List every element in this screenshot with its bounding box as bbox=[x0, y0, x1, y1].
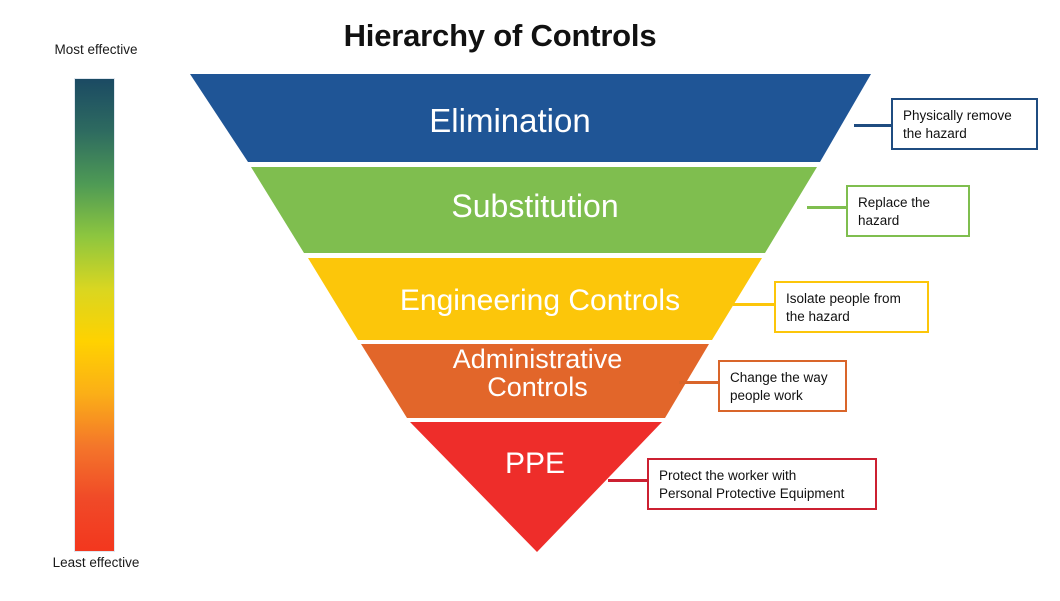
connector-line-engineering-controls bbox=[733, 303, 775, 306]
pyramid-layer-ppe[interactable] bbox=[410, 422, 662, 552]
page-title: Hierarchy of Controls bbox=[343, 18, 657, 53]
connector-line-ppe bbox=[608, 479, 649, 482]
connector-line-elimination bbox=[854, 124, 892, 127]
callout-engineering-controls[interactable]: Isolate people from the hazard bbox=[774, 281, 929, 333]
pyramid-layer-elimination[interactable] bbox=[190, 74, 871, 162]
effectiveness-scale: Most effective Least effective bbox=[48, 40, 144, 592]
connector-line-administrative-controls bbox=[679, 381, 720, 384]
scale-label-most-effective: Most effective bbox=[54, 42, 138, 57]
connector-line-substitution bbox=[807, 206, 847, 209]
callout-elimination[interactable]: Physically remove the hazard bbox=[891, 98, 1038, 150]
callout-substitution[interactable]: Replace the hazard bbox=[846, 185, 970, 237]
scale-label-least-effective: Least effective bbox=[52, 555, 140, 570]
effectiveness-gradient-bar bbox=[74, 78, 115, 552]
callout-administrative-controls[interactable]: Change the way people work bbox=[718, 360, 847, 412]
pyramid-layer-engineering-controls[interactable] bbox=[308, 258, 762, 340]
callout-ppe[interactable]: Protect the worker with Personal Protect… bbox=[647, 458, 877, 510]
pyramid-layer-substitution[interactable] bbox=[251, 167, 817, 253]
pyramid-layer-administrative-controls[interactable] bbox=[361, 344, 709, 418]
